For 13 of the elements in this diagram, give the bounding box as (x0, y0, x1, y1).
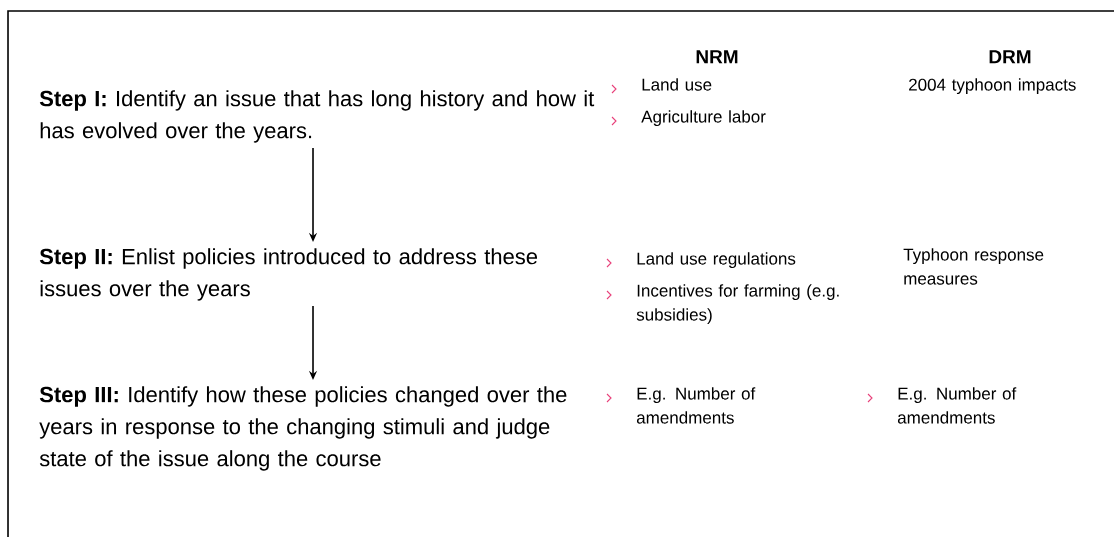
step-text: Step II: Enlist policies introduced to address these issues over the years (39, 248, 538, 301)
cell-text: 2004 typhoon impacts (909, 78, 1076, 95)
step-text: Step III: Identify how these policies changed over the years in response to the changing stimuli and judge state of the issue along the course (39, 386, 567, 471)
cell-text: Typhoon response measures (903, 248, 1044, 285)
column-heading: NRM (696, 50, 738, 64)
column-heading: DRM (989, 50, 1031, 64)
cell-text: E.g. Number of amendments (897, 387, 1017, 424)
cell-text: E.g. Number of amendments (636, 387, 756, 424)
cell-text: Land use regulations (637, 252, 796, 269)
cell-text: Land use (642, 78, 712, 91)
step-text: Step I: Identify an issue that has long history and how it has evolved over the years. (39, 90, 595, 143)
cell-text: Agriculture labor (641, 110, 766, 127)
cell-text: Incentives for farming (e.g. subsidies) (636, 284, 839, 324)
